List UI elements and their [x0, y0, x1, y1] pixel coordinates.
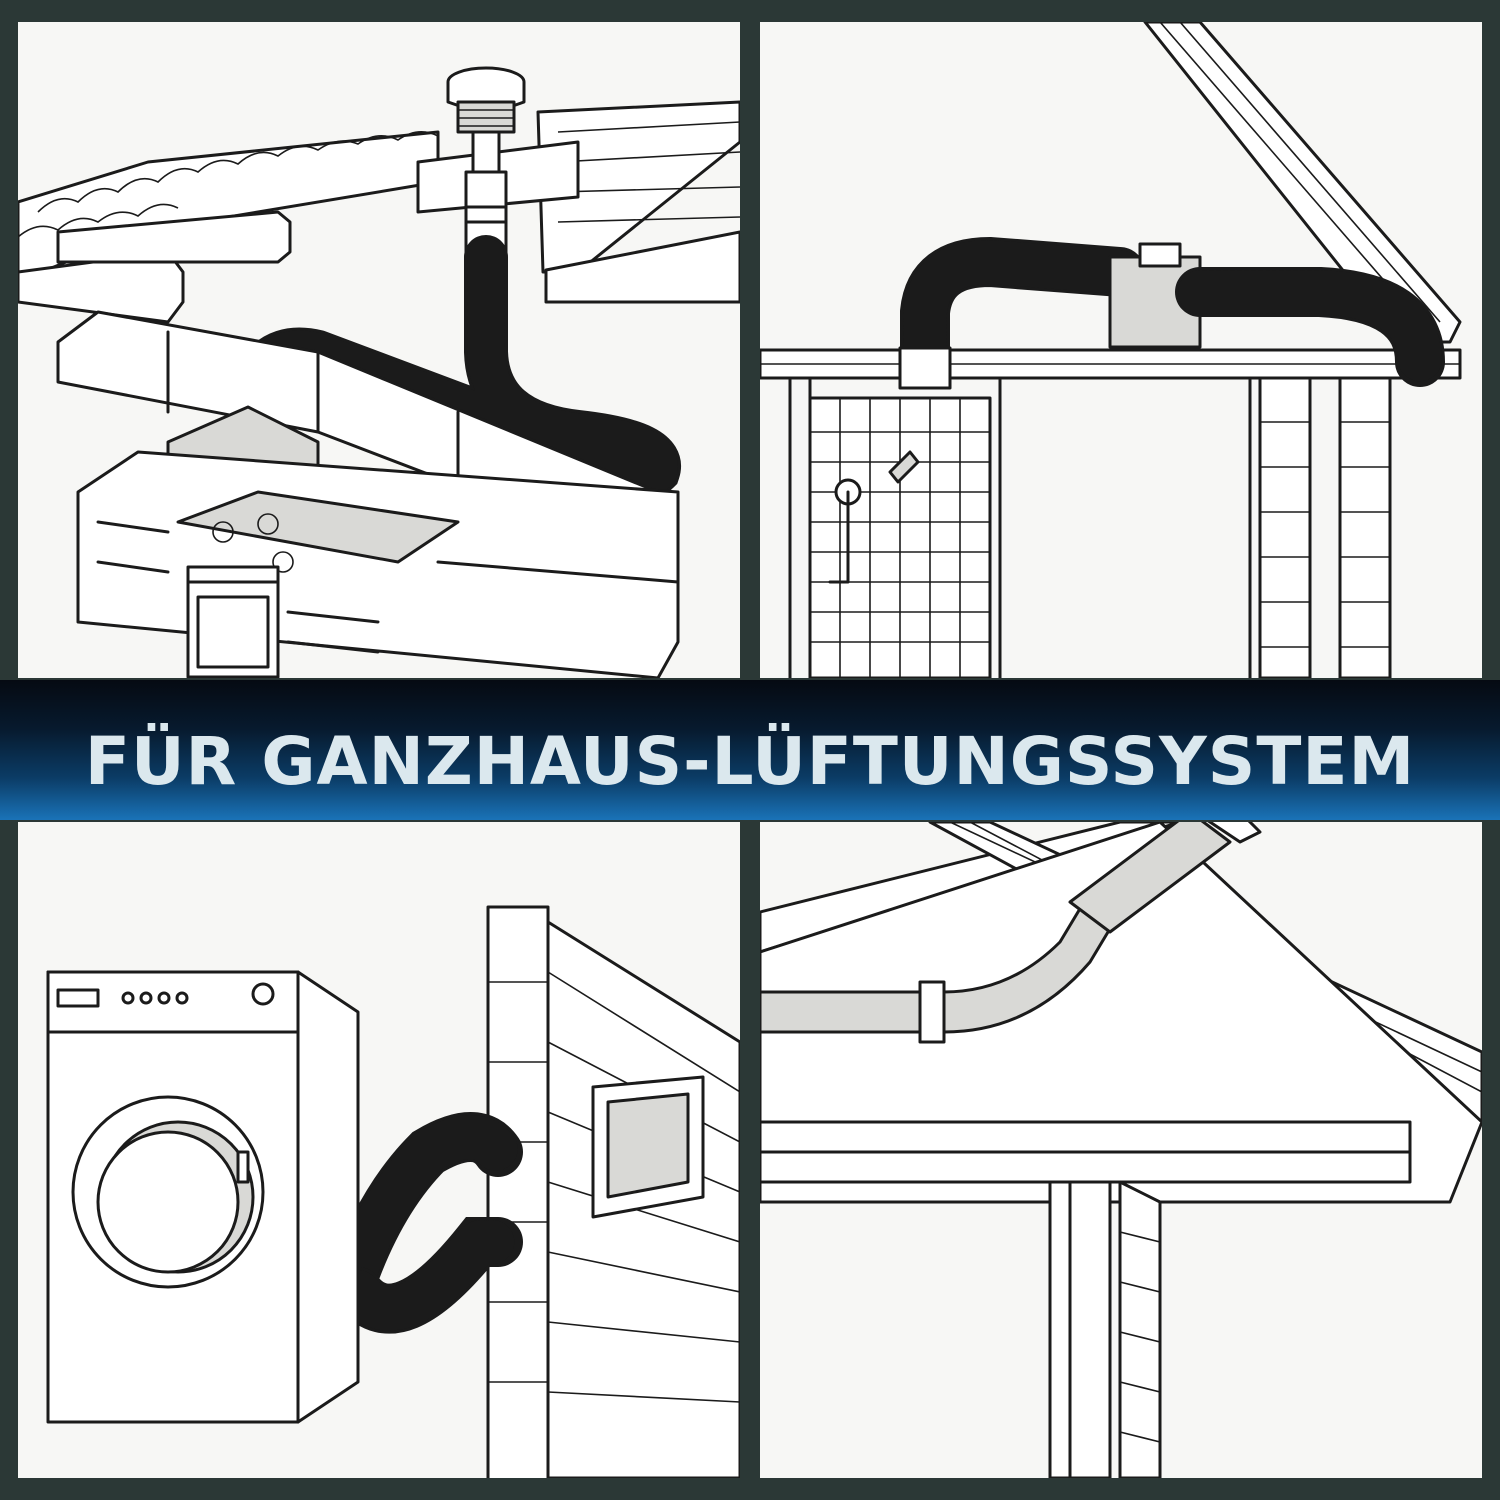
kitchen-illustration-panel [18, 22, 740, 678]
wall-post [1048, 1180, 1112, 1478]
brick-columns [1258, 376, 1392, 678]
roof-outlet-duct [760, 822, 1262, 1044]
attic-illustration-panel [760, 822, 1482, 1478]
roof-vent-cap [446, 66, 526, 254]
banner-title: FÜR GANZHAUS-LÜFTUNGSSYSTEM [84, 722, 1416, 800]
ceiling-joist [760, 348, 1462, 380]
siding-boards [1118, 1180, 1162, 1478]
roof-tiles [18, 100, 740, 304]
door-frame [998, 376, 1252, 678]
dryer-flexible-duct [323, 1112, 523, 1334]
dryer-machine [46, 970, 360, 1424]
bathroom-fan-duct-drawing [760, 22, 1462, 678]
wall-vent-hood [591, 1075, 705, 1219]
title-banner: FÜR GANZHAUS-LÜFTUNGSSYSTEM [0, 680, 1500, 820]
inline-duct-fan [898, 236, 1445, 390]
attic-roof-duct-drawing [760, 822, 1482, 1478]
ceiling-board [760, 1120, 1412, 1184]
kitchen-hood-duct-drawing [18, 66, 740, 678]
bathroom-illustration-panel [760, 22, 1482, 678]
dryer-illustration-panel [18, 822, 740, 1478]
dryer-wall-vent-drawing [46, 905, 740, 1478]
lower-cabinets [76, 450, 680, 678]
roof-rafters [760, 822, 1482, 1204]
roof-beams [18, 210, 292, 324]
shower-wall [788, 376, 992, 678]
